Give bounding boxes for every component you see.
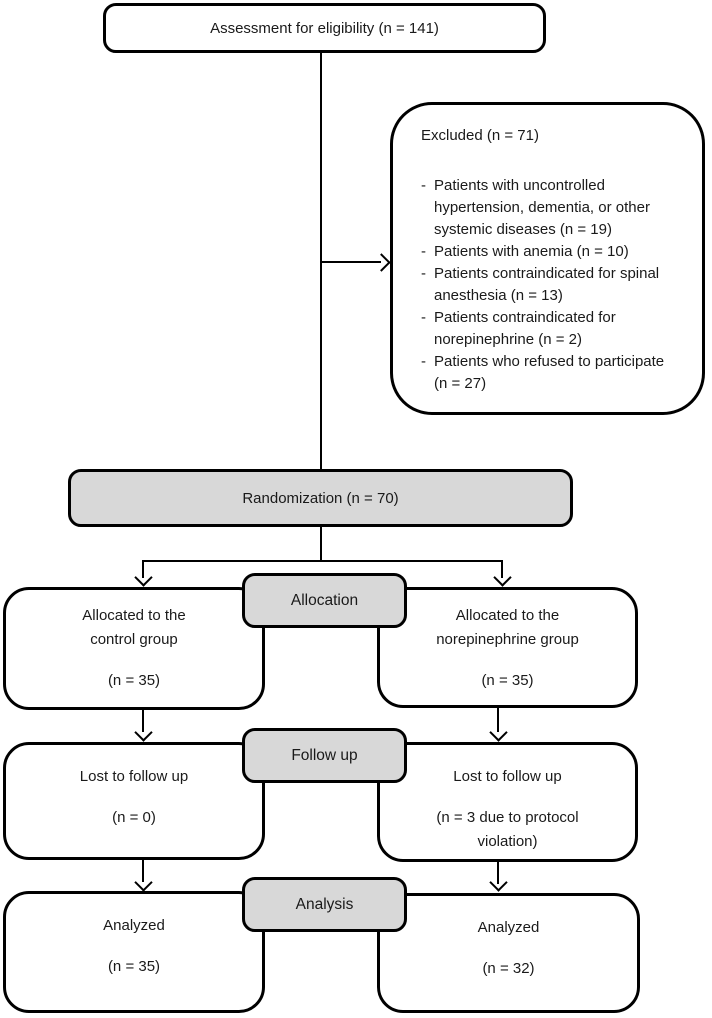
analysis-tab-label: Analysis (295, 895, 354, 913)
allocation-tab-label: Allocation (290, 591, 359, 609)
lost-followup-norepinephrine-line1: Lost to follow up (453, 768, 562, 785)
excluded-item: Patients contraindicated for norepinephr… (421, 307, 672, 351)
connector-split-horizontal (142, 560, 503, 562)
analysis-tab: Analysis (242, 877, 407, 932)
excluded-box: Excluded (n = 71) Patients with uncontro… (390, 102, 705, 415)
connector-follow-analysis-left (142, 859, 144, 882)
excluded-item: Patients with anemia (n = 10) (421, 241, 672, 263)
connector-split-right-down (501, 560, 503, 578)
allocated-norepinephrine-box: Allocated to the norepinephrine group (n… (377, 587, 638, 708)
analyzed-control-line1: Analyzed (103, 917, 165, 934)
arrowhead-down-analysis-left-icon (134, 873, 153, 892)
allocated-norepinephrine-line1: Allocated to the (455, 607, 560, 624)
followup-tab-label: Follow up (291, 746, 358, 764)
allocated-control-line1: Allocated to the (82, 607, 186, 624)
lost-followup-norepinephrine-box: Lost to follow up (n = 3 due to protocol… (377, 742, 638, 862)
lost-followup-norepinephrine-count: (n = 3 due to protocol violation) (436, 809, 579, 850)
arrowhead-down-follow-right-icon (489, 723, 508, 742)
lost-followup-control-count: (n = 0) (112, 809, 156, 826)
followup-tab: Follow up (242, 728, 407, 783)
lost-followup-control-box: Lost to follow up (n = 0) (3, 742, 265, 860)
arrowhead-down-alloc-right-icon (493, 568, 512, 587)
allocated-control-box: Allocated to the control group (n = 35) (3, 587, 265, 710)
assessment-box: Assessment for eligibility (n = 141) (103, 3, 546, 53)
analyzed-norepinephrine-line1: Analyzed (477, 919, 540, 936)
arrowhead-right-excluded-icon (372, 253, 391, 272)
lost-followup-control-line1: Lost to follow up (79, 768, 189, 785)
analyzed-control-box: Analyzed (n = 35) (3, 891, 265, 1013)
connector-alloc-follow-right (497, 707, 499, 732)
excluded-title: Excluded (n = 71) (421, 127, 539, 144)
connector-follow-analysis-right (497, 859, 499, 884)
assessment-label: Assessment for eligibility (n = 141) (210, 19, 439, 37)
arrowhead-down-follow-left-icon (134, 723, 153, 742)
excluded-item: Patients contraindicated for spinal anes… (421, 263, 672, 307)
excluded-item: Patients who refused to participate (n =… (421, 351, 672, 395)
arrowhead-down-analysis-right-icon (489, 873, 508, 892)
analyzed-control-count: (n = 35) (107, 958, 161, 975)
allocated-control-count: (n = 35) (107, 672, 161, 689)
connector-alloc-follow-left (142, 709, 144, 732)
randomization-box: Randomization (n = 70) (68, 469, 573, 527)
excluded-list: Patients with uncontrolled hypertension,… (421, 175, 678, 395)
allocated-control-line2: control group (90, 631, 178, 648)
connector-split-left-down (142, 560, 144, 578)
randomization-label: Randomization (n = 70) (242, 489, 399, 507)
allocation-tab: Allocation (242, 573, 407, 628)
allocated-norepinephrine-line2: norepinephrine group (436, 631, 579, 648)
connector-excluded-horizontal (321, 261, 381, 263)
connector-randomization-down (320, 526, 322, 562)
analyzed-norepinephrine-box: Analyzed (n = 32) (377, 893, 640, 1013)
arrowhead-down-alloc-left-icon (134, 568, 153, 587)
allocated-norepinephrine-count: (n = 35) (481, 672, 534, 689)
analyzed-norepinephrine-count: (n = 32) (482, 960, 535, 977)
excluded-item: Patients with uncontrolled hypertension,… (421, 175, 672, 241)
